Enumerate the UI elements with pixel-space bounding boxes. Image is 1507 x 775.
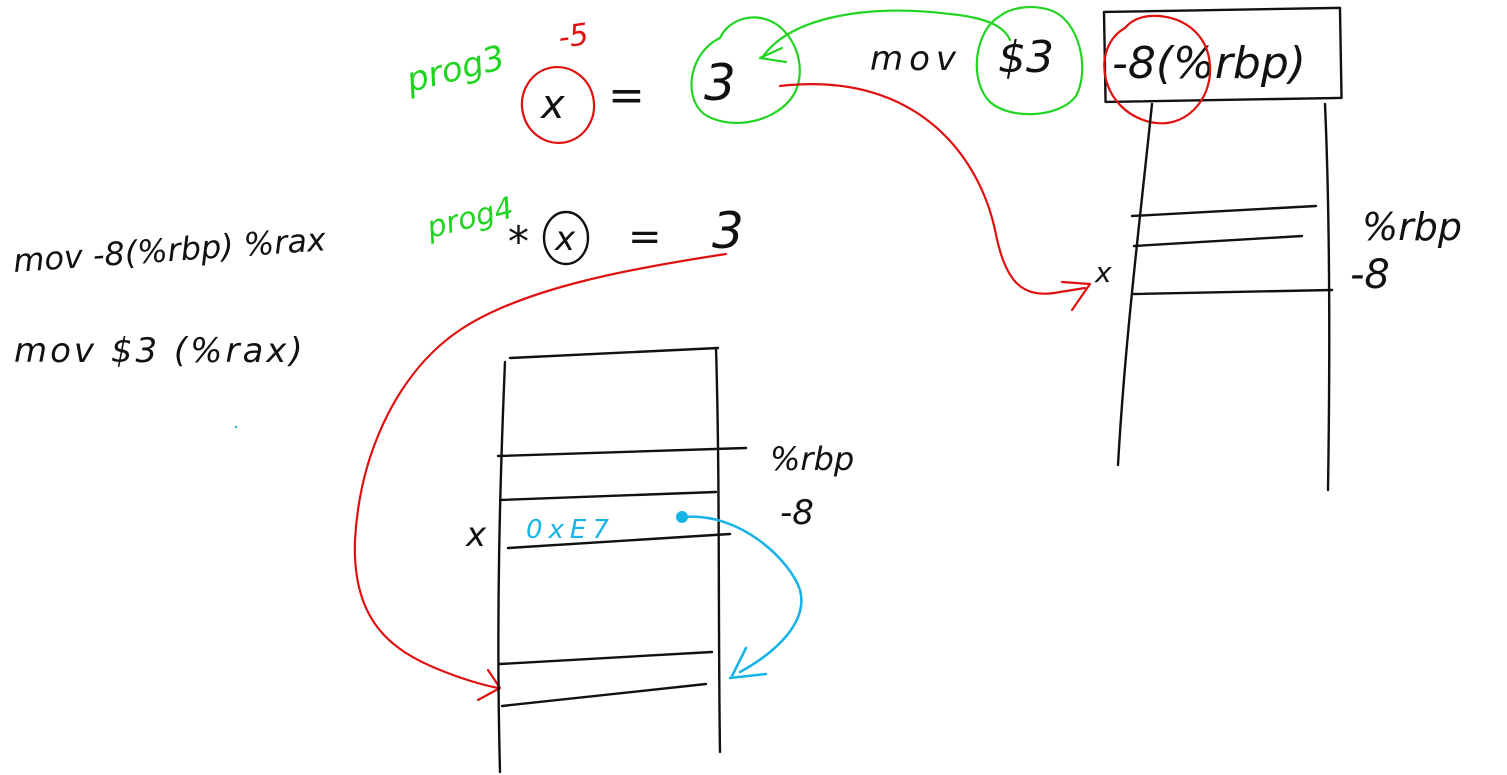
- prog3-label: prog3: [402, 38, 509, 101]
- right-stack-rbp-label: %rbp: [1362, 205, 1462, 249]
- asm-line-2: mov $3 (%rax): [14, 331, 306, 371]
- red-arrowhead-right: [1060, 280, 1092, 312]
- asm-mnemonic: mov: [870, 39, 962, 79]
- deref-variable-circle: [542, 210, 590, 266]
- left-stack-cell-value: 0xE7: [526, 515, 615, 545]
- left-stack-right-wall: [714, 346, 722, 754]
- right-stack-left-wall: [1116, 102, 1154, 467]
- deref-star: *: [508, 217, 529, 266]
- left-stack-slot-line: [498, 490, 718, 502]
- right-stack-slot-line: [1132, 234, 1304, 248]
- left-stack-slot-line: [500, 682, 708, 708]
- deref-value: 3: [712, 202, 744, 260]
- red-arrow-to-left-stack: [353, 252, 728, 690]
- prog3-value: -5: [556, 17, 591, 56]
- left-stack-slot-line: [498, 650, 714, 666]
- red-arrow-to-right-stack: [778, 83, 1087, 295]
- asm-instruction: mov $3 -8(%rbp): [870, 6, 1343, 125]
- immediate-highlight-circle: [975, 6, 1084, 116]
- right-stack: x %rbp -8: [1094, 102, 1462, 492]
- left-stack: x 0xE7 %rbp -8: [465, 346, 854, 774]
- asm-immediate: $3: [998, 32, 1054, 83]
- value-highlight-circle: [690, 16, 801, 125]
- pointer-origin-dot: [676, 511, 688, 523]
- assign-value: 3: [704, 54, 736, 112]
- red-arrowhead-left: [476, 668, 502, 702]
- deref-variable: x: [554, 219, 576, 259]
- left-stack-slot-line: [496, 446, 748, 458]
- prog4-label: prog4: [422, 191, 517, 246]
- deref-equals: =: [628, 214, 662, 260]
- right-stack-var-marker: x: [1094, 256, 1112, 289]
- operand-highlight-circle: [1103, 14, 1212, 125]
- asm-line-1: mov -8(%rbp) %rax: [12, 220, 328, 280]
- variable-highlight-circle: [520, 65, 596, 145]
- green-link-arrow: [760, 9, 1012, 60]
- green-arrowhead: [758, 46, 788, 64]
- prog4-section: mov -8(%rbp) %rax prog4 * x = 3 mov $3 (…: [12, 191, 744, 371]
- left-stack-top-line: [508, 346, 720, 360]
- right-stack-slot-line: [1130, 204, 1318, 218]
- right-stack-slot-line: [1132, 288, 1334, 296]
- right-stack-offset-label: -8: [1350, 252, 1390, 298]
- left-stack-left-wall: [497, 360, 507, 774]
- blue-arrowhead: [728, 646, 768, 680]
- right-stack-right-wall: [1323, 102, 1331, 492]
- stray-dot: [234, 425, 238, 429]
- left-stack-slot-line: [506, 532, 732, 550]
- assign-variable: x: [539, 82, 565, 128]
- left-stack-rbp-label: %rbp: [770, 440, 854, 478]
- left-stack-offset-label: -8: [780, 493, 814, 533]
- blue-pointer-arrow: [682, 515, 803, 674]
- assign-equals: =: [608, 70, 645, 121]
- prog3-section: prog3 -5 x = 3: [402, 16, 801, 145]
- left-stack-var-marker: x: [465, 515, 487, 555]
